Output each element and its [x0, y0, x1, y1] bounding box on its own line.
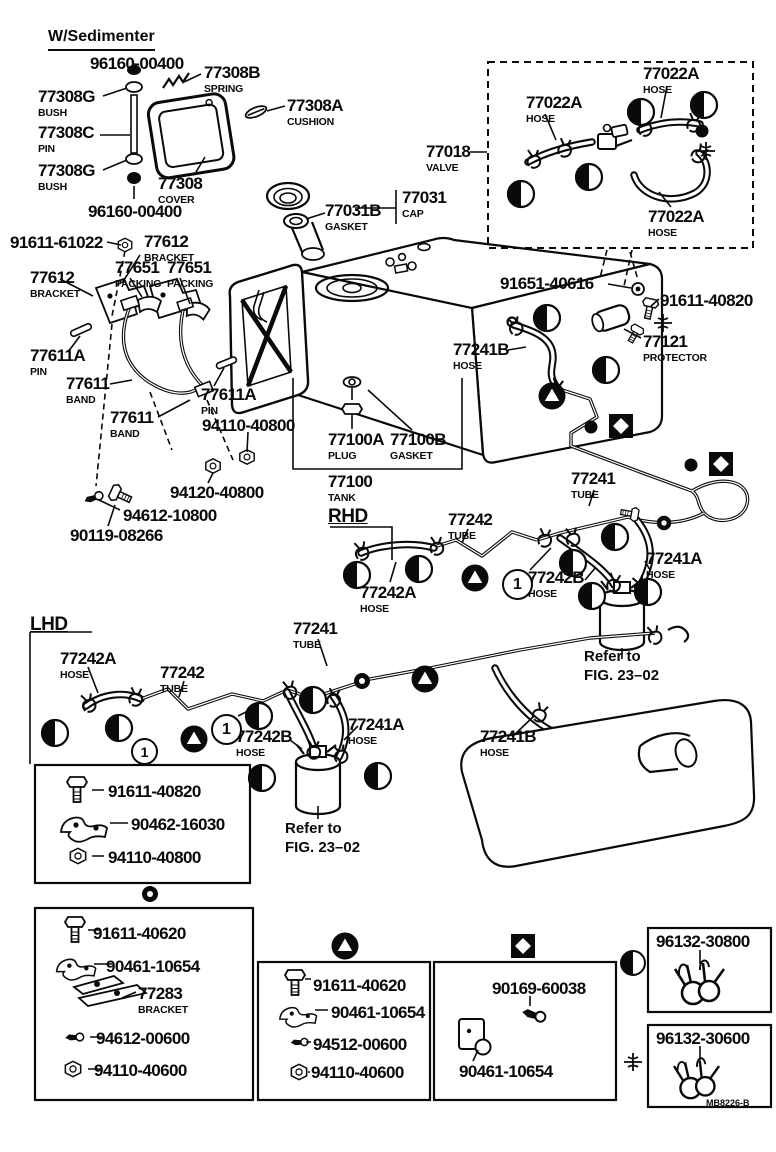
section-lines	[29, 526, 393, 764]
callout-91611-40620-legend3: 91611-40620	[313, 976, 406, 995]
sedimenter-title: W/Sedimenter	[48, 28, 155, 51]
callout-94110-40800-legend1: 94110-40800	[108, 848, 201, 867]
leader-lines	[59, 63, 701, 1073]
callout-90461-10654-legend4: 90461-10654	[459, 1062, 553, 1081]
callout-94110-40600-legend3: 94110-40600	[311, 1063, 404, 1082]
drawing-code: MB8226-B	[706, 1098, 750, 1108]
callout-91611-61022: 91611-61022	[10, 233, 103, 252]
callout-94110-40800: 94110-40800	[202, 416, 295, 435]
callout-96160-00400-bottom: 96160-00400	[88, 202, 182, 221]
callout-96132-30600: 96132-30600	[656, 1029, 750, 1048]
callout-90119-08266: 90119-08266	[70, 526, 163, 545]
callout-96160-00400-top: 96160-00400	[90, 54, 184, 73]
rear-body	[460, 698, 756, 868]
callout-96132-30800: 96132-30800	[656, 932, 750, 951]
key-one-lhd: 1	[211, 714, 242, 745]
callout-91611-40620-legend2: 91611-40620	[93, 924, 186, 943]
callout-90169-60038: 90169-60038	[492, 979, 586, 998]
callout-94612-00600: 94612-00600	[96, 1029, 190, 1048]
legend-boxes	[33, 763, 773, 1109]
callout-91611-40820-legend1: 91611-40820	[108, 782, 201, 801]
bracket-band-assembly	[69, 237, 255, 509]
callout-90462-16030: 90462-16030	[131, 815, 225, 834]
callout-91651-40616: 91651-40616	[500, 274, 594, 293]
key-one-rhd: 1	[502, 569, 533, 600]
filler-neck	[265, 181, 325, 261]
section-label-rhd: RHD	[328, 506, 368, 527]
callout-94512-00600: 94512-00600	[313, 1035, 407, 1054]
callout-90461-10654-legend2: 90461-10654	[106, 957, 200, 976]
refer-note-lhd: Refer to FIG. 23–02	[285, 820, 361, 856]
refer-note-rhd: Refer to FIG. 23–02	[584, 648, 660, 684]
sedimenter-cover-assembly	[125, 65, 268, 184]
callout-91611-40820: 91611-40820	[660, 291, 753, 310]
valve-hose-box	[487, 61, 754, 249]
callout-94612-10800: 94612-10800	[123, 506, 217, 525]
protector-grommet	[591, 282, 661, 346]
callout-94110-40600-legend2: 94110-40600	[94, 1061, 187, 1080]
key-one-legend: 1	[131, 738, 158, 765]
dashed-relation-lines	[95, 249, 639, 487]
section-label-lhd: LHD	[30, 614, 68, 635]
callout-90461-10654-legend3: 90461-10654	[331, 1003, 425, 1022]
callout-94120-40800: 94120-40800	[170, 483, 264, 502]
plumbing-rhd	[352, 314, 750, 652]
